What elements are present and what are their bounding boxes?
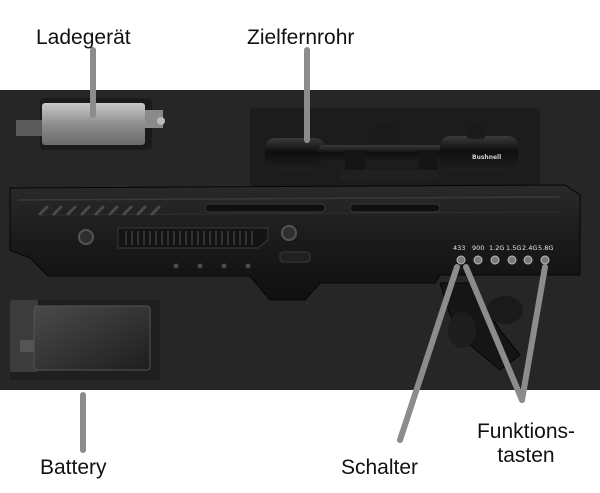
- label-scope: Zielfernrohr: [247, 26, 355, 49]
- frequency-label-900: 900: [472, 244, 484, 252]
- callout-line-function-keys-b: [519, 264, 548, 403]
- label-function-keys-line2: tasten: [497, 444, 555, 467]
- scope: Bushnell: [265, 123, 518, 180]
- label-charger: Ladegerät: [36, 26, 131, 49]
- charger-plug: [16, 120, 46, 136]
- function-key-1[interactable]: [456, 255, 466, 265]
- frequency-label-2-4g: 2.4G: [522, 244, 537, 252]
- scope-brand-text: Bushnell: [472, 154, 501, 161]
- frequency-label-1-5g: 1.5G: [506, 244, 521, 252]
- function-keys-panel: 433 900 1.2G 1.5G 2.4G 5.8G: [453, 244, 553, 265]
- jammer-device: [9, 184, 581, 301]
- frequency-label-433: 433: [453, 244, 465, 252]
- label-switch: Schalter: [341, 456, 419, 479]
- label-function-keys: Funktions- tasten: [470, 420, 582, 468]
- battery: [10, 300, 151, 372]
- function-key-6[interactable]: [540, 255, 550, 265]
- callout-line-function-keys-a: [463, 264, 525, 403]
- label-battery: Battery: [40, 456, 107, 479]
- function-key-5[interactable]: [523, 255, 533, 265]
- frequency-label-5-8g: 5.8G: [538, 244, 553, 252]
- label-function-keys-line1: Funktions-: [476, 420, 576, 443]
- callout-line-switch: [397, 264, 460, 443]
- function-key-4[interactable]: [507, 255, 517, 265]
- frequency-label-1-2g: 1.2G: [489, 244, 504, 252]
- function-key-2[interactable]: [473, 255, 483, 265]
- charger: [42, 103, 145, 145]
- function-key-3[interactable]: [490, 255, 500, 265]
